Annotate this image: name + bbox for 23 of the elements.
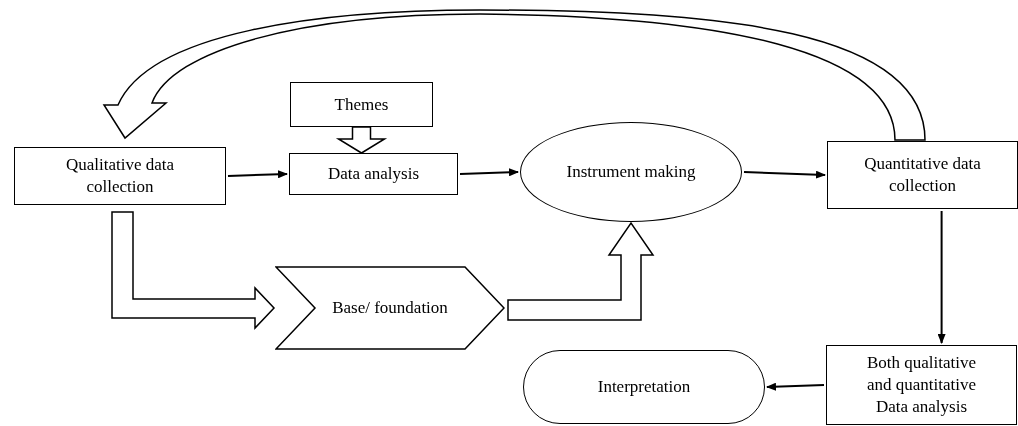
node-label: Both qualitative and quantitative Data analysis (865, 352, 978, 418)
block-arrow (507, 221, 655, 321)
process-box (827, 141, 1018, 209)
process-box (826, 345, 1017, 425)
block-arrow (335, 126, 388, 154)
process-box (14, 147, 226, 205)
node-label: Data analysis (327, 163, 420, 185)
block-arrow (103, 9, 926, 141)
block-arrow (111, 211, 276, 330)
arrow (459, 168, 519, 177)
chevron-shape (275, 266, 505, 350)
node-label: Themes (334, 93, 389, 116)
arrow (937, 210, 946, 344)
node-label: Qualitative data collection (64, 154, 176, 198)
node-label: Quantitative data collection (863, 153, 982, 197)
arrow (227, 170, 288, 179)
arrow (743, 170, 826, 179)
node-label: Instrument making (566, 161, 696, 183)
node-label: Base/ foundation (332, 297, 448, 319)
process-box (289, 153, 458, 195)
arrow (766, 382, 825, 391)
node-label: Interpretation (597, 376, 691, 398)
process-box (290, 82, 433, 127)
